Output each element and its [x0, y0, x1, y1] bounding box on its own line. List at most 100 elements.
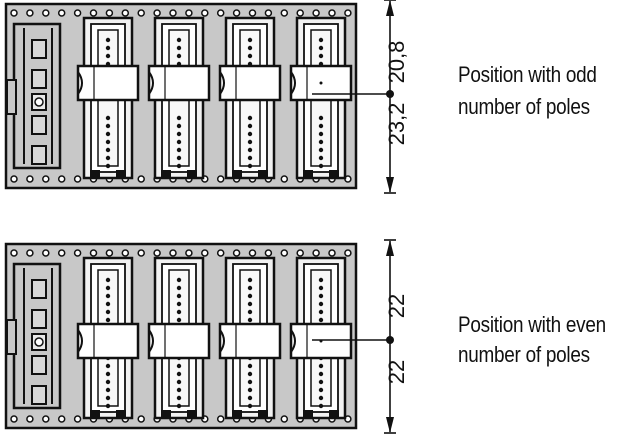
mounting-hole [26, 175, 34, 183]
mounting-hole [10, 175, 18, 183]
end-module [6, 262, 62, 410]
odd-caption-line-1: Position with odd [458, 62, 597, 87]
mounting-hole [296, 249, 304, 257]
contact-point [176, 37, 182, 43]
contact-point [247, 115, 253, 121]
contact-point [247, 53, 253, 59]
locking-collar [289, 64, 353, 102]
contact-point [318, 301, 324, 307]
contact-point [105, 131, 111, 137]
contact-point [247, 293, 253, 299]
contact-point [318, 371, 324, 377]
mounting-hole [137, 415, 145, 423]
mounting-hole [153, 249, 161, 257]
mounting-hole [10, 415, 18, 423]
locking-collar [76, 322, 140, 360]
contact-point [176, 395, 182, 401]
reference-dot [386, 90, 394, 98]
mounting-hole [280, 249, 289, 257]
contact-point [105, 403, 111, 409]
contact-point [247, 45, 253, 51]
contact-point [318, 277, 324, 283]
contact-point [318, 147, 324, 153]
contact-point [247, 387, 253, 393]
contact-point [176, 155, 182, 161]
contact-point [318, 45, 324, 51]
mounting-hole [42, 415, 50, 423]
mounting-hole [57, 175, 66, 183]
mounting-hole [296, 9, 304, 17]
contact-point [247, 131, 253, 137]
connector-module [76, 16, 140, 180]
locking-collar [147, 322, 211, 360]
mounting-hole [185, 9, 193, 17]
mounting-hole [73, 249, 82, 257]
contact-point [176, 387, 182, 393]
mounting-hole [137, 175, 145, 183]
mounting-hole [328, 9, 336, 17]
contact-point [318, 293, 324, 299]
mounting-hole [42, 249, 50, 257]
contact-point [105, 45, 111, 51]
contact-point [318, 53, 324, 59]
mounting-hole [280, 415, 289, 423]
dimension-lines [312, 239, 396, 434]
contact-point [105, 395, 111, 401]
contact-point [247, 147, 253, 153]
contact-point [247, 277, 253, 283]
mounting-hole [137, 249, 145, 257]
contact-point [247, 37, 253, 43]
contact-point [318, 123, 324, 129]
contact-point [105, 277, 111, 283]
locking-collar [147, 64, 211, 102]
mounting-hole [73, 415, 82, 423]
mounting-hole [344, 249, 352, 257]
mounting-hole [57, 415, 66, 423]
contact-point [105, 293, 111, 299]
mounting-hole [312, 9, 320, 17]
contact-point [176, 139, 182, 145]
contact-point [105, 139, 111, 145]
contact-point [318, 379, 324, 385]
top-mounting-holes [10, 9, 352, 17]
end-module [6, 22, 62, 170]
contact-point [318, 309, 324, 315]
contact-point [176, 403, 182, 409]
contact-point [105, 285, 111, 291]
mounting-hole [216, 249, 225, 257]
contact-point [176, 363, 182, 369]
reference-dot [386, 336, 394, 344]
mounting-hole [121, 9, 130, 17]
mounting-hole [201, 9, 209, 17]
contact-point [247, 301, 253, 307]
contact-point [318, 387, 324, 393]
contact-point [105, 123, 111, 129]
mounting-hole [248, 9, 257, 17]
mounting-hole [10, 9, 18, 17]
contact-point [318, 403, 324, 409]
mounting-hole [328, 249, 336, 257]
contact-point [105, 317, 111, 323]
mounting-hole [153, 9, 161, 17]
mounting-hole [185, 249, 193, 257]
contact-point [247, 123, 253, 129]
mounting-hole [216, 175, 225, 183]
contact-point [318, 317, 324, 323]
mounting-hole [232, 249, 241, 257]
mounting-hole [57, 249, 66, 257]
contact-point [247, 155, 253, 161]
contact-point [176, 371, 182, 377]
locking-collar [218, 322, 282, 360]
contact-point [176, 163, 182, 169]
mounting-hole [73, 9, 82, 17]
contact-point [318, 155, 324, 161]
contact-point [105, 155, 111, 161]
contact-point [318, 139, 324, 145]
even-upper-dimension-label: 22 [384, 294, 409, 318]
contact-point [176, 115, 182, 121]
contact-point [176, 147, 182, 153]
contact-point [105, 371, 111, 377]
contact-point [318, 285, 324, 291]
contact-point [176, 317, 182, 323]
